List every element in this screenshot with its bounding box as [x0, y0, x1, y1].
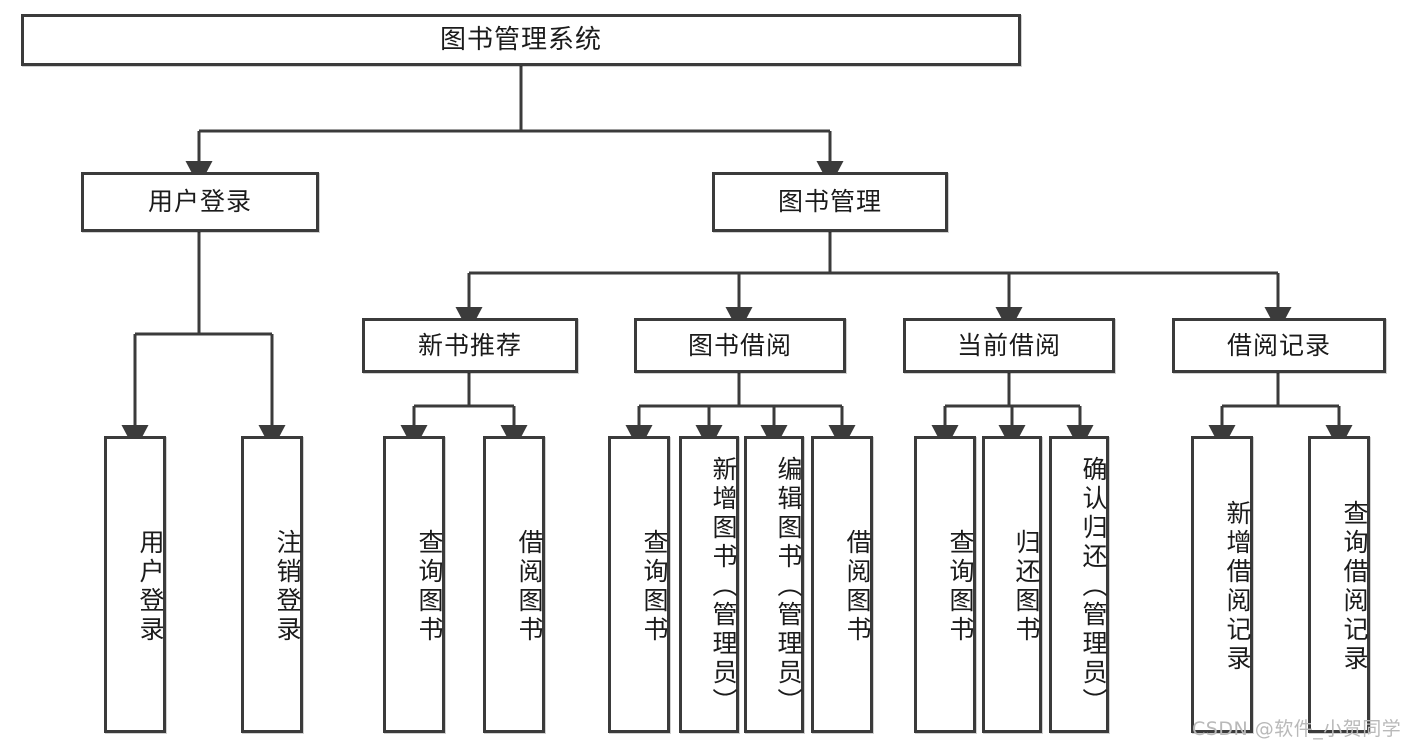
node-label: 图书借阅 — [687, 330, 792, 360]
leaf-edit-book[interactable]: 编辑图书（管理员） — [744, 436, 804, 733]
node-label: 用户登录 — [136, 528, 165, 645]
node-root-system[interactable]: 图书管理系统 — [21, 14, 1021, 66]
node-label: 确认归还（管理员） — [1079, 456, 1108, 717]
node-label: 借阅图书 — [843, 528, 872, 645]
node-label: 新增图书（管理员） — [709, 456, 738, 717]
node-user-login[interactable]: 用户登录 — [81, 172, 319, 232]
node-book-manage[interactable]: 图书管理 — [712, 172, 948, 232]
node-label: 查询图书 — [946, 528, 975, 645]
leaf-borrow-book-rec[interactable]: 借阅图书 — [483, 436, 545, 733]
leaf-query-book-rec[interactable]: 查询图书 — [383, 436, 445, 733]
node-label: 查询图书 — [640, 528, 669, 645]
node-label: 编辑图书（管理员） — [774, 456, 803, 717]
leaf-logout-login[interactable]: 注销登录 — [241, 436, 303, 733]
leaf-confirm-return[interactable]: 确认归还（管理员） — [1049, 436, 1109, 733]
leaf-query-book-borrow[interactable]: 查询图书 — [608, 436, 670, 733]
node-label: 归还图书 — [1012, 528, 1041, 645]
node-label: 图书管理 — [777, 187, 882, 217]
node-label: 查询图书 — [415, 528, 444, 645]
leaf-query-borrow-record[interactable]: 查询借阅记录 — [1308, 436, 1370, 733]
node-label: 查询借阅记录 — [1340, 499, 1369, 674]
node-label: 新书推荐 — [417, 330, 522, 360]
leaf-return-book[interactable]: 归还图书 — [982, 436, 1042, 733]
node-label: 借阅图书 — [515, 528, 544, 645]
leaf-user-login[interactable]: 用户登录 — [104, 436, 166, 733]
leaf-query-book-current[interactable]: 查询图书 — [914, 436, 976, 733]
node-new-book-rec[interactable]: 新书推荐 — [362, 318, 578, 373]
node-label: 借阅记录 — [1226, 330, 1331, 360]
node-label: 注销登录 — [273, 528, 302, 645]
csdn-watermark: CSDN @软件_小贺同学 — [1192, 718, 1402, 740]
leaf-borrow-book[interactable]: 借阅图书 — [811, 436, 873, 733]
node-current-borrow[interactable]: 当前借阅 — [903, 318, 1115, 373]
node-label: 用户登录 — [147, 187, 252, 217]
node-label: 新增借阅记录 — [1223, 499, 1252, 674]
leaf-add-book[interactable]: 新增图书（管理员） — [679, 436, 739, 733]
node-borrow-record[interactable]: 借阅记录 — [1172, 318, 1386, 373]
node-label: 图书管理系统 — [439, 24, 602, 55]
node-book-borrow[interactable]: 图书借阅 — [634, 318, 846, 373]
leaf-add-borrow-record[interactable]: 新增借阅记录 — [1191, 436, 1253, 733]
node-label: 当前借阅 — [956, 330, 1061, 360]
